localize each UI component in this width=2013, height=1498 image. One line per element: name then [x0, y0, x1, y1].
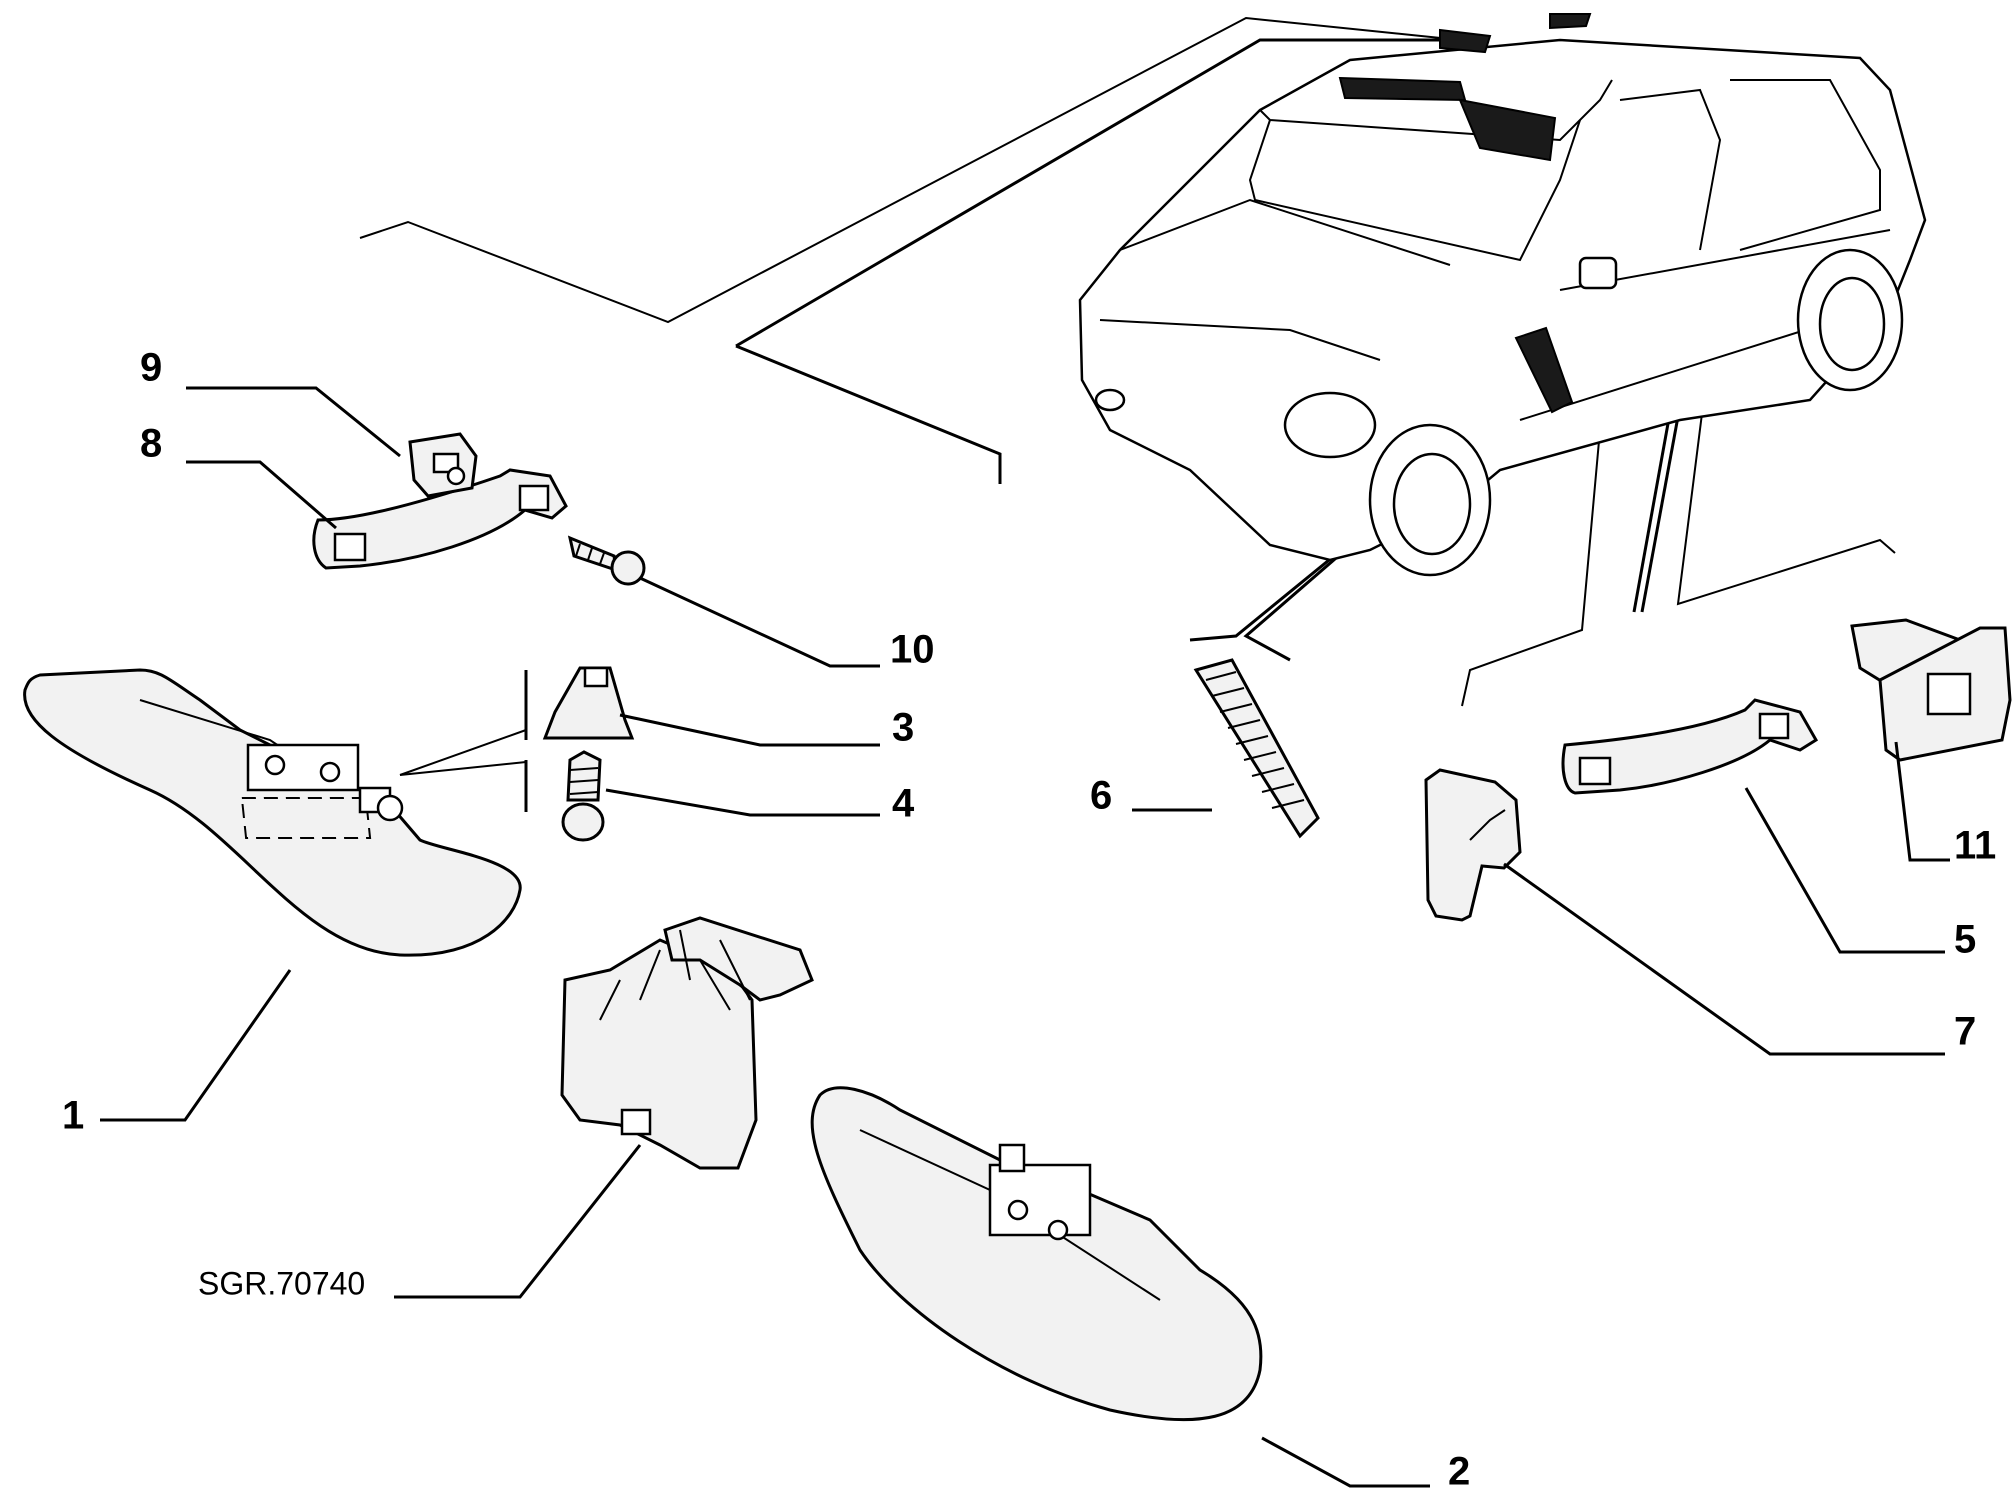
- callout-11: 11: [1954, 824, 1996, 868]
- callout-5: 5: [1954, 918, 1976, 962]
- callout-10: 10: [890, 628, 935, 672]
- car-illustration: [1078, 13, 1927, 577]
- callout-3: 3: [892, 706, 914, 750]
- part-sgr-70740-housing: [560, 916, 814, 1170]
- part-4-screw: [561, 750, 605, 842]
- part-10-screw: [567, 535, 646, 586]
- reference-code: SGR.70740: [198, 1265, 365, 1301]
- part-9-clip: [408, 432, 478, 498]
- part-8-grab-handle: [312, 468, 568, 570]
- part-11-housing: [1850, 618, 2012, 762]
- callout-1: 1: [62, 1094, 84, 1138]
- part-5-grab-handle: [1561, 698, 1819, 795]
- callout-4: 4: [892, 782, 915, 826]
- part-1-sun-visor-left: [23, 668, 522, 957]
- callouts: 1 2 3 4 5 6 7 8 9 10 11 SGR.70740: [62, 346, 1996, 1494]
- part-6-vent-grille: [1193, 658, 1320, 839]
- leader-lines: [100, 386, 1950, 1488]
- callout-2: 2: [1448, 1450, 1470, 1494]
- part-2-sun-visor-right: [810, 1086, 1263, 1422]
- callout-6: 6: [1090, 774, 1112, 818]
- part-3-4-bracket: [399, 670, 528, 812]
- callout-9: 9: [140, 346, 162, 390]
- part-7-hook-bracket: [1424, 768, 1522, 922]
- callout-7: 7: [1954, 1010, 1976, 1054]
- callout-8: 8: [140, 422, 162, 466]
- part-3-clip: [542, 666, 635, 740]
